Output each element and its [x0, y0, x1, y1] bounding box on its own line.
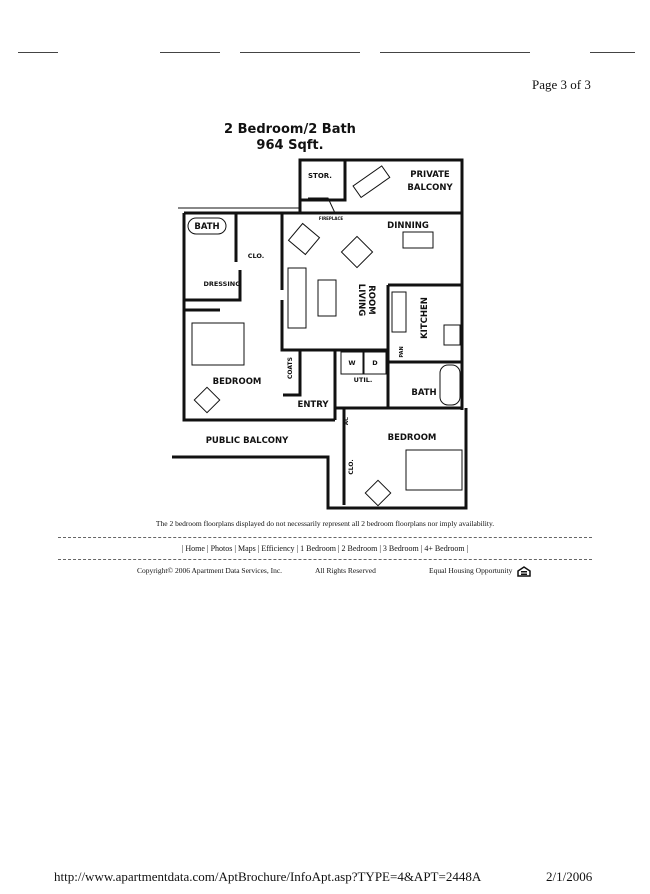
link-maps[interactable]: Maps: [237, 544, 256, 553]
scan-artifact: [590, 52, 635, 53]
nav-links: | Home | Photos | Maps | Efficiency | 1 …: [181, 544, 469, 553]
label-dryer: D: [372, 359, 378, 367]
label-dinning: DINNING: [387, 221, 429, 231]
scan-artifact: [240, 52, 360, 53]
label-ac: AC: [344, 417, 350, 425]
divider: [58, 559, 592, 560]
furniture: [187, 165, 463, 507]
label-washer: W: [348, 359, 355, 367]
link-home[interactable]: Home: [185, 544, 205, 553]
equal-housing-icon: [517, 566, 531, 577]
link-2-bedroom[interactable]: 2 Bedroom: [341, 544, 378, 553]
label-closet-2: CLO.: [348, 459, 355, 474]
label-coats: COATS: [287, 357, 294, 379]
link-efficiency[interactable]: Efficiency: [261, 544, 295, 553]
label-closet-master: CLO.: [248, 252, 265, 260]
floorplan-title: 2 Bedroom/2 Bath: [224, 122, 356, 137]
divider: [58, 537, 592, 538]
page-url: http://www.apartmentdata.com/AptBrochure…: [54, 869, 482, 884]
label-kitchen: KITCHEN: [420, 297, 430, 339]
copyright-text: Copyright© 2006 Apartment Data Services,…: [137, 566, 283, 575]
scan-artifact: [18, 52, 58, 53]
page-number: Page 3 of 3: [532, 77, 591, 92]
label-bath-master: BATH: [194, 222, 219, 232]
label-pantry: PAN: [399, 346, 405, 357]
room-labels: STOR. PRIVATE BALCONY FIREPLACE DINNING …: [194, 170, 453, 475]
scan-artifact: [160, 52, 220, 53]
label-fireplace: FIREPLACE: [319, 216, 344, 221]
link-photos[interactable]: Photos: [210, 544, 233, 553]
label-private-balcony: PRIVATE: [410, 170, 450, 180]
rights-text: All Rights Reserved: [315, 566, 376, 575]
disclaimer-text: The 2 bedroom floorplans displayed do no…: [155, 519, 495, 528]
label-private-balcony-2: BALCONY: [407, 183, 453, 193]
link-3-bedroom[interactable]: 3 Bedroom: [382, 544, 419, 553]
label-utility: UTIL.: [354, 376, 373, 384]
equal-housing-text: Equal Housing Opportunity: [429, 566, 513, 576]
label-living: LIVING: [356, 284, 366, 316]
label-living-room: ROOM: [366, 285, 376, 314]
label-bedroom-2: BEDROOM: [388, 433, 437, 443]
label-dressing: DRESSING: [203, 280, 240, 288]
label-bedroom-master: BEDROOM: [213, 377, 262, 387]
label-bath-2: BATH: [411, 388, 436, 398]
label-storage: STOR.: [308, 172, 332, 180]
link-4-bedroom[interactable]: 4+ Bedroom: [424, 544, 465, 553]
link-1-bedroom[interactable]: 1 Bedroom: [300, 544, 336, 553]
label-public-balcony: PUBLIC BALCONY: [206, 436, 289, 446]
walls: [172, 158, 468, 510]
scan-artifact: [380, 52, 530, 53]
floorplan-area: 964 Sqft.: [256, 138, 323, 153]
equal-housing: Equal Housing Opportunity: [429, 566, 531, 577]
print-date: 2/1/2006: [546, 869, 593, 884]
label-entry: ENTRY: [298, 400, 330, 410]
